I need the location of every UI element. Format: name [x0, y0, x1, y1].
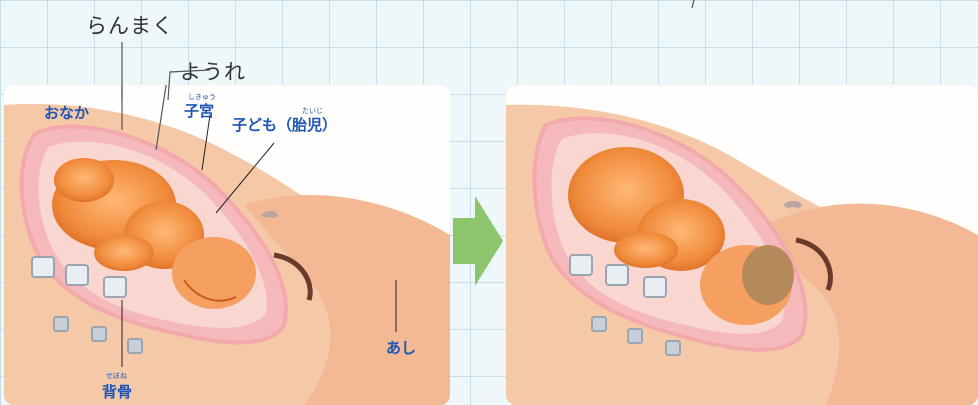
diagram-before-birth: おなか しきゅう 子宮 たいじ 子ども（胎児） あし せぼね 背骨	[4, 85, 450, 405]
label-shikyu: 子宮	[184, 100, 214, 121]
diagram-birth-position	[506, 85, 978, 405]
label-sebone: 背骨	[102, 381, 132, 402]
pregnant-body-cross-section	[4, 85, 450, 405]
label-onaka: おなか	[44, 102, 89, 123]
label-kodomo: 子ども（胎児）	[232, 114, 337, 135]
label-ashi: あし	[386, 337, 416, 358]
right-arrow-icon	[453, 196, 503, 286]
pregnant-body-cross-section-2	[506, 85, 978, 405]
ruby-sebone: せぼね	[106, 371, 127, 381]
